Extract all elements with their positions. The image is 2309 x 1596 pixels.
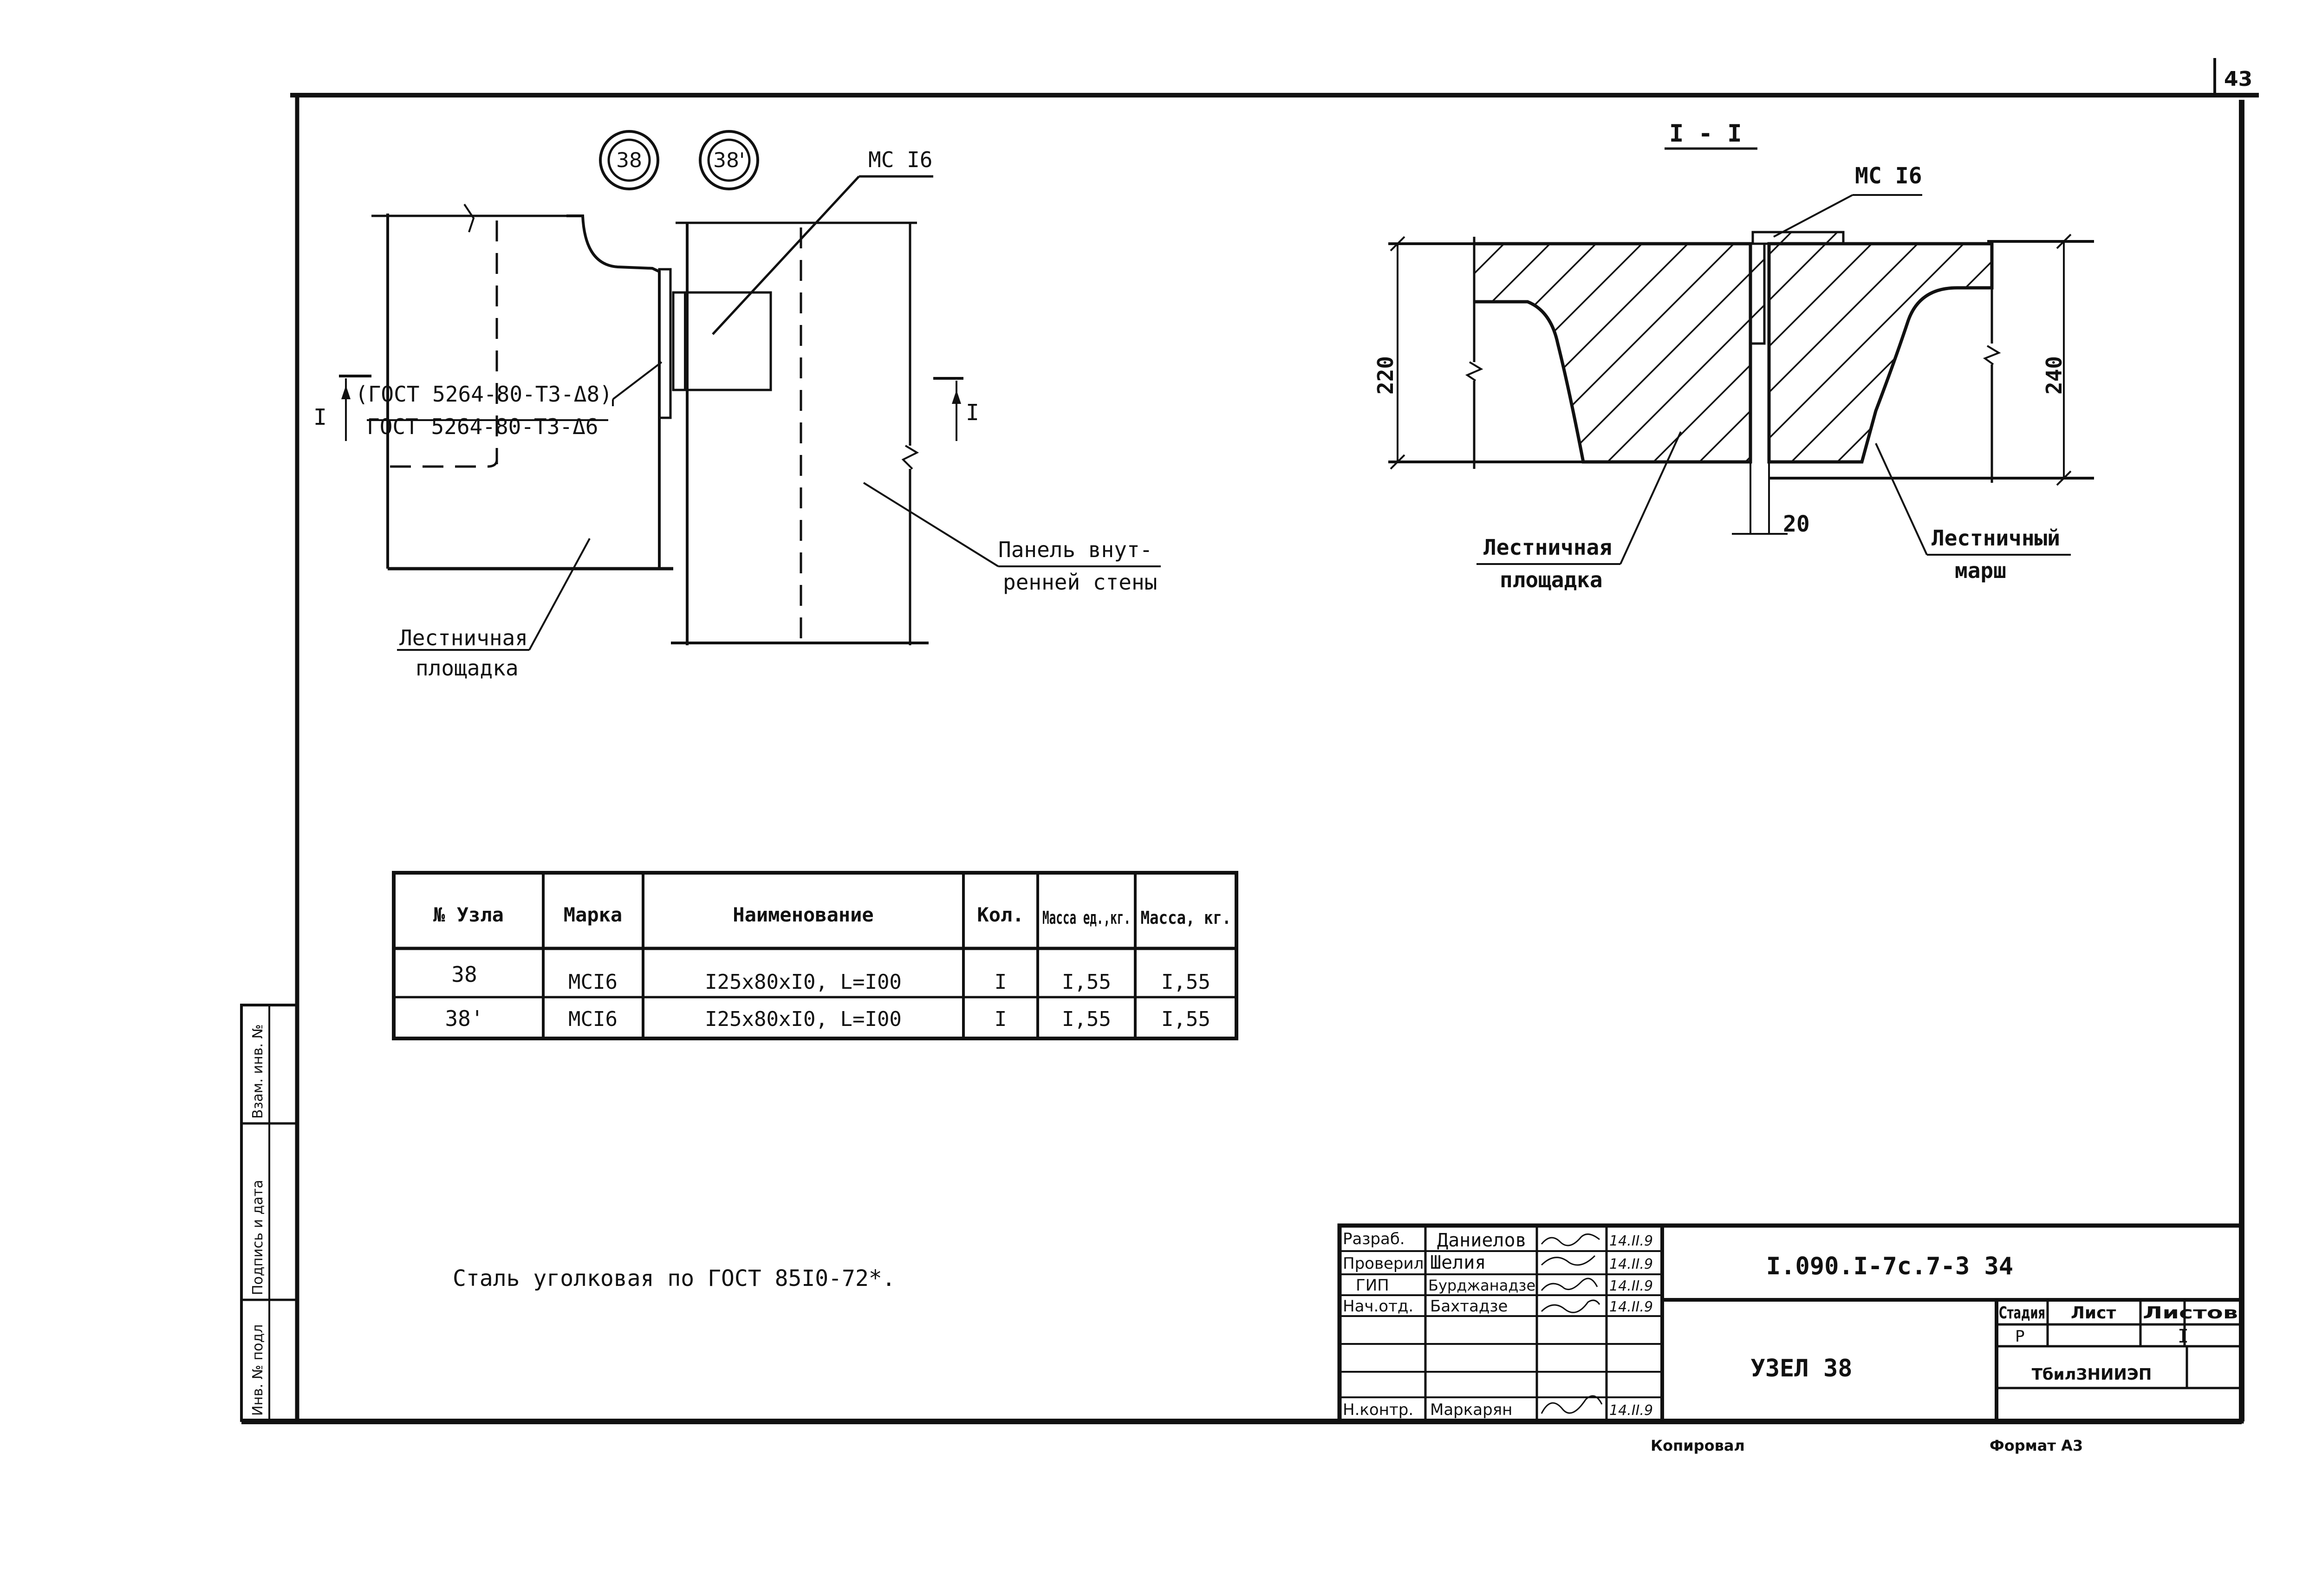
plan-view: 38 38' МС I6 <box>313 130 1161 681</box>
angle-mc16-section: 20 МС I6 <box>1732 163 1922 537</box>
section-mark-right: I <box>933 377 979 441</box>
section-mc-label: МС I6 <box>1855 163 1922 189</box>
section-view: I - I 20 МС I6 <box>1373 120 2094 592</box>
dim-gap: 20 <box>1783 511 1810 537</box>
sheet-number: 43 <box>2224 67 2252 91</box>
date-chief-engineer: 14.II.9 <box>1609 1278 1653 1294</box>
row1-total-mass: I,55 <box>1161 970 1210 994</box>
drawing-title: УЗЕЛ 38 <box>1750 1355 1852 1382</box>
footer-copied: Копировал <box>1651 1437 1745 1454</box>
name-dept-head: Бахтадзе <box>1430 1297 1508 1316</box>
section-landing-label-2: площадка <box>1500 567 1603 592</box>
sheet-header: Лист <box>2071 1304 2116 1323</box>
header-node: № Узла <box>433 903 504 926</box>
row1-mark: МСI6 <box>568 970 618 994</box>
panel-callout: Панель внут- ренней стены <box>863 482 1161 595</box>
organization: ТбилЗНИИЭП <box>2032 1365 2152 1384</box>
section-landing-label-1: Лестничная <box>1483 535 1612 560</box>
role-chief-engineer: ГИП <box>1356 1276 1389 1295</box>
row2-qty: I <box>995 1007 1007 1031</box>
sheets-value: I <box>2178 1326 2189 1347</box>
left-strip: Взам. инв. № Подпись и дата Инв. № подл <box>240 1004 299 1422</box>
weld-label-2: ГОСТ 5264-80-ТЗ-Δ6 <box>367 414 598 439</box>
row2-name: I25х80хI0, L=I00 <box>705 1007 902 1031</box>
name-developer: Даниелов <box>1437 1230 1527 1251</box>
plan-landing-label-1: Лестничная <box>399 625 528 650</box>
date-norm-control: 14.II.9 <box>1609 1402 1653 1419</box>
section-march-label-2: марш <box>1955 558 2006 583</box>
stage-value: Р <box>2015 1327 2025 1346</box>
plan-mc-label: МС I6 <box>868 147 932 172</box>
name-norm-control: Маркарян <box>1430 1401 1512 1419</box>
row2-total-mass: I,55 <box>1161 1007 1210 1031</box>
strip-label-inventory: Инв. № подл <box>250 1324 266 1416</box>
panel-label-2: ренней стены <box>1003 570 1157 595</box>
title-block: Разраб. Проверил ГИП Нач.отд. Н.контр. Д… <box>1337 1223 2244 1424</box>
title-block-roles: Разраб. Проверил ГИП Нач.отд. Н.контр. <box>1343 1230 1424 1419</box>
row1-node: 38 <box>451 962 477 987</box>
weld-label-1: (ГОСТ 5264-80-ТЗ-Δ8) <box>355 382 612 407</box>
date-dept-head: 14.II.9 <box>1609 1299 1653 1315</box>
table-row: 38' МСI6 I25х80хI0, L=I00 I I,55 I,55 <box>445 1006 1210 1031</box>
section-mark-left: I <box>313 375 371 441</box>
wall-panel-plan <box>671 221 929 645</box>
node-marker-38: 38 <box>599 130 659 190</box>
dim-left: 220 <box>1373 356 1398 395</box>
section-title: I - I <box>1669 120 1742 148</box>
date-checker: 14.II.9 <box>1609 1256 1653 1272</box>
strip-label-signature: Подпись и дата <box>250 1180 266 1296</box>
strip-label-replace: Взам. инв. № <box>250 1024 266 1119</box>
panel-label-1: Панель внут- <box>998 537 1152 562</box>
name-checker: Шелия <box>1430 1252 1486 1273</box>
row1-qty: I <box>995 970 1007 994</box>
row2-unit-mass: I,55 <box>1062 1007 1111 1031</box>
plan-landing-label-2: площадка <box>416 655 519 681</box>
weld-callout: (ГОСТ 5264-80-ТЗ-Δ8) ГОСТ 5264-80-ТЗ-Δ6 <box>355 361 663 439</box>
march-slab-section <box>1767 240 2094 483</box>
march-callout-section: Лестничный марш <box>1875 443 2071 583</box>
dim-right: 240 <box>2042 356 2067 395</box>
section-mark-left-label: I <box>313 404 327 430</box>
row2-node: 38' <box>445 1006 483 1031</box>
footer-format: Формат А3 <box>1990 1437 2083 1454</box>
section-march-label-1: Лестничный <box>1932 526 2060 551</box>
section-mark-right-label: I <box>966 400 979 426</box>
header-name: Наименование <box>733 903 873 926</box>
node-marker-38-prime: 38' <box>699 130 759 190</box>
role-developer: Разраб. <box>1343 1230 1405 1248</box>
header-qty: Кол. <box>977 903 1024 926</box>
landing-callout-section: Лестничная площадка <box>1476 431 1682 592</box>
header-mark: Марка <box>564 903 622 926</box>
row1-unit-mass: I,55 <box>1062 970 1111 994</box>
angle-mc16-plan: МС I6 <box>658 147 933 419</box>
sheets-header: Листов <box>2143 1304 2238 1323</box>
node-mark-38-prime: 38' <box>713 149 745 172</box>
steel-note: Сталь уголковая по ГОСТ 85I0-72*. <box>453 1265 896 1291</box>
title-block-dates: 14.II.9 14.II.9 14.II.9 14.II.9 14.II.9 <box>1609 1233 1653 1419</box>
stage-header: Стадия <box>1999 1304 2045 1323</box>
dimension-220: 220 <box>1373 236 1405 470</box>
spec-table-header: № Узла Марка Наименование Кол. Масса ед.… <box>433 903 1231 928</box>
role-norm-control: Н.контр. <box>1343 1401 1413 1419</box>
table-row: 38 МСI6 I25х80хI0, L=I00 I I,55 I,55 <box>451 962 1210 994</box>
landing-slab-section <box>1388 237 1752 469</box>
header-total-mass: Масса, кг. <box>1141 908 1231 928</box>
header-unit-mass: Масса ед.,кг. <box>1042 908 1131 928</box>
spec-table: № Узла Марка Наименование Кол. Масса ед.… <box>392 871 1238 1040</box>
landing-callout-plan: Лестничная площадка <box>397 538 591 681</box>
landing-slab-plan <box>371 203 673 571</box>
row2-mark: МСI6 <box>568 1007 618 1031</box>
role-dept-head: Нач.отд. <box>1343 1297 1413 1316</box>
document-code: I.090.I-7с.7-3 34 <box>1766 1252 2013 1280</box>
date-developer: 14.II.9 <box>1609 1233 1653 1249</box>
node-mark-38: 38 <box>616 149 642 172</box>
title-block-names: Даниелов Шелия Бурджанадзе Бахтадзе Марк… <box>1428 1230 1535 1419</box>
row1-name: I25х80хI0, L=I00 <box>705 970 902 994</box>
role-checker: Проверил <box>1343 1254 1424 1273</box>
name-chief-engineer: Бурджанадзе <box>1428 1277 1535 1294</box>
dimension-240: 240 <box>2042 234 2072 486</box>
title-block-signatures <box>1541 1233 1603 1414</box>
